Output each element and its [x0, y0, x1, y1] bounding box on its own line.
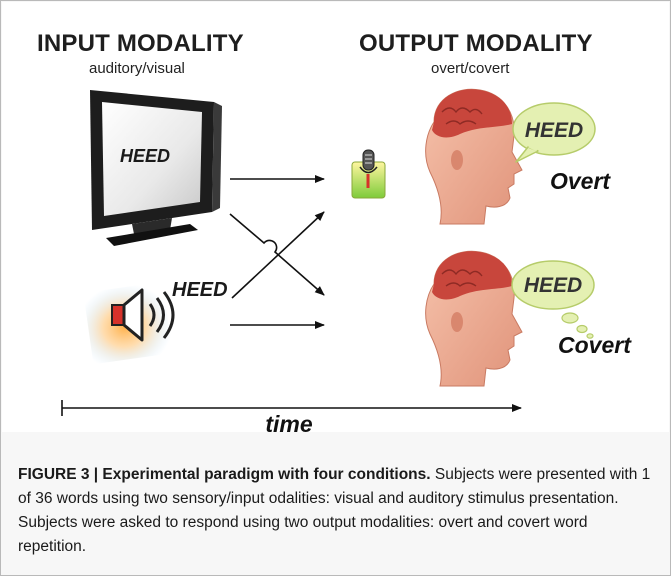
- caption-text: Subjects were presented with 1 of 36 wor…: [18, 466, 651, 555]
- timeline-arrow: [61, 400, 522, 416]
- input-modality-title: INPUT MODALITY: [37, 30, 244, 57]
- output-modality-title: OUTPUT MODALITY: [359, 30, 593, 57]
- input-modality-subtitle: auditory/visual: [89, 60, 185, 77]
- overt-bubble-word: HEED: [525, 119, 583, 142]
- figure-illustration: INPUT MODALITY auditory/visual OUTPUT MO…: [2, 2, 669, 432]
- spoken-word: HEED: [172, 279, 228, 301]
- speech-bubble-overt: HEED: [512, 102, 596, 163]
- figure-caption: FIGURE 3 | Experimental paradigm with fo…: [18, 463, 658, 559]
- monitor-icon: HEED: [90, 90, 222, 246]
- covert-bubble-word: HEED: [524, 274, 582, 297]
- arrow-auditory-overt: [231, 211, 325, 299]
- covert-label: Covert: [558, 332, 632, 358]
- head-covert-icon: [425, 250, 523, 387]
- head-overt-icon: [425, 88, 523, 225]
- caption-title: FIGURE 3 | Experimental paradigm with fo…: [18, 466, 431, 483]
- arrow-visual-covert: [229, 213, 325, 296]
- timeline-label: time: [265, 411, 313, 432]
- microphone-icon: [351, 149, 386, 199]
- diagram-canvas: HEED HEED: [61, 88, 632, 432]
- thought-bubble-covert: HEED: [511, 260, 595, 339]
- output-modality-subtitle: overt/covert: [431, 60, 510, 77]
- screen-word: HEED: [120, 146, 170, 166]
- overt-label: Overt: [550, 168, 611, 194]
- speaker-icon: [83, 281, 175, 365]
